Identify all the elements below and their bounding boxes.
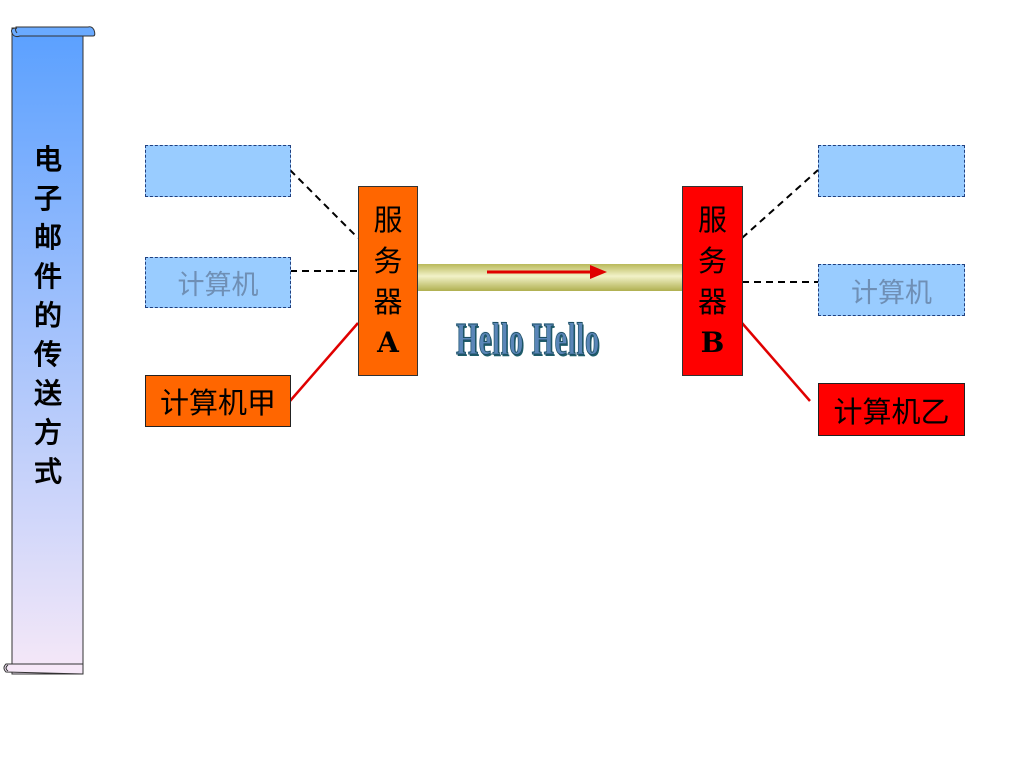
link-line-left-jia [289, 322, 359, 402]
link-line-right-yi [741, 322, 811, 402]
link-line-left-top [289, 169, 359, 239]
server-b-char-3: 器 [697, 284, 727, 319]
server-b-char-2: 务 [697, 243, 727, 278]
vertical-title: 电子邮件的传送方式 [33, 143, 62, 488]
computer-right-top [818, 145, 965, 197]
link-line-right-top [741, 169, 819, 239]
computer-right-middle: 计算机 [818, 264, 965, 316]
computer-left-middle: 计算机 [145, 257, 291, 308]
transfer-arrow [487, 265, 607, 279]
server-b: 服 务 器 B [682, 186, 743, 376]
server-a-char-1: 服 [373, 202, 403, 237]
computer-jia: 计算机甲 [145, 375, 291, 427]
computer-yi: 计算机乙 [818, 383, 965, 436]
server-a: 服 务 器 A [358, 186, 418, 376]
server-cable [417, 264, 683, 291]
scroll-bottom-curl [3, 663, 84, 675]
server-a-letter: A [377, 325, 399, 359]
computer-left-top [145, 145, 291, 197]
server-b-letter: B [700, 325, 725, 359]
server-a-char-2: 务 [373, 243, 403, 278]
hello-wordart: Hello Hello [456, 313, 600, 365]
server-b-char-1: 服 [697, 202, 727, 237]
server-a-char-3: 器 [373, 284, 403, 319]
scroll-banner [3, 26, 96, 675]
scroll-top-curl [11, 26, 96, 38]
